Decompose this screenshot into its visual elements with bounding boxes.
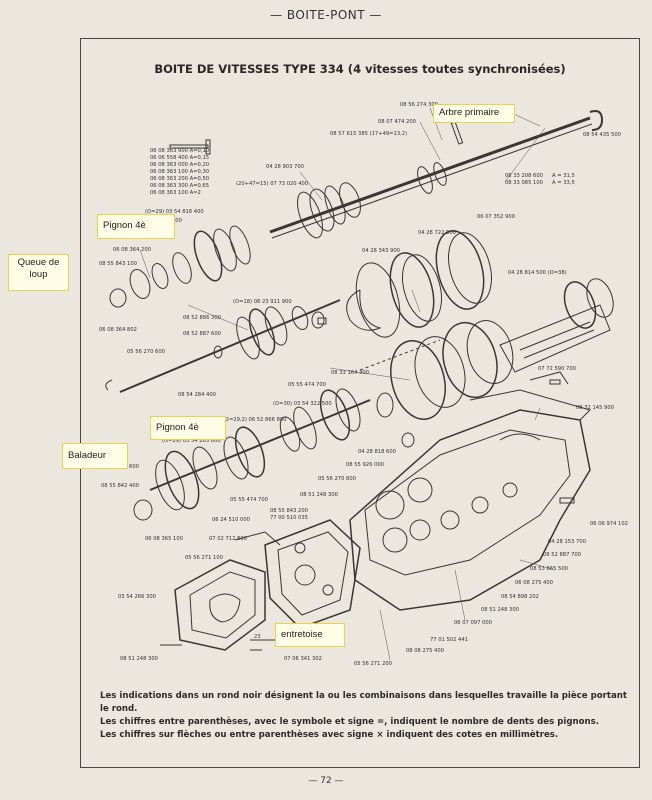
small-parts xyxy=(105,289,575,504)
part-number: 04 28 153 700 xyxy=(548,539,586,545)
part-number: 07 72 590 700 xyxy=(538,366,576,372)
part-number: 08 52 887 600 xyxy=(183,331,221,337)
callout-entretoise: entretoise xyxy=(275,623,345,647)
part-number: 06 08 363 100 A=0,30 xyxy=(150,169,210,175)
legend-notes: Les indications dans un rond noir désign… xyxy=(100,690,630,742)
part-number: 06 07 352 900 xyxy=(477,214,515,220)
part-number: 08 55 842 400 xyxy=(101,483,139,489)
part-number: 06 08 363 000 A=0,20 xyxy=(150,162,210,168)
synchro-rings xyxy=(355,230,492,338)
note-dimensions: Les chiffres sur flèches ou entre parent… xyxy=(100,730,559,740)
part-number: A = 33,5 xyxy=(552,180,575,186)
callout-pignon-4e-bottom: Pignon 4è xyxy=(150,416,226,440)
callout-pignon-4e-top: Pignon 4è xyxy=(97,214,175,239)
part-number: 06 24 510 000 xyxy=(212,517,250,523)
callout-baladeur: Baladeur xyxy=(62,443,128,469)
part-number: 05 56 271 200 xyxy=(354,661,392,667)
part-number: 05 56 270 800 xyxy=(318,476,356,482)
part-number: (O=29) 03 54 265 800 xyxy=(162,438,221,444)
part-number: 04 28 722 500 xyxy=(418,230,456,236)
part-number: 08 52 887 700 xyxy=(543,552,581,558)
part-number: 08 51 248 300 xyxy=(120,656,158,662)
part-number: 06 06 974 102 xyxy=(590,521,628,527)
page-number: — 72 — xyxy=(308,776,344,786)
part-number: (O=29) 03 54 816 400 xyxy=(145,209,204,215)
part-number: 08 53 865 500 xyxy=(530,566,568,572)
part-number: (O=30) 03 54 322 500 xyxy=(273,401,332,407)
part-number: 77 00 510 035 xyxy=(270,515,308,521)
part-number: 08 51 248 300 xyxy=(481,607,519,613)
part-number: 06 07 097 000 xyxy=(454,620,492,626)
part-number: 06 08 363 900 A=0,10 xyxy=(150,148,210,154)
diagram-title: BOITE DE VITESSES TYPE 334 (4 vitesses t… xyxy=(154,62,566,76)
upper-gear-cluster xyxy=(109,139,361,308)
part-number: 77 01 502 441 xyxy=(430,637,468,643)
part-number: 03 54 266 300 xyxy=(118,594,156,600)
part-number: 04 28 814 500 (O=38) xyxy=(508,270,567,276)
part-number: 08 32 145 900 xyxy=(576,405,614,411)
part-number: 05 55 474 700 xyxy=(288,382,326,388)
part-number: 06 08 364 802 xyxy=(99,327,137,333)
part-number: 08 55 926 000 xyxy=(346,462,384,468)
part-number: 06 08 364 200 xyxy=(113,247,151,253)
part-number: +52=29,2) 06 52 866 800 xyxy=(218,417,287,423)
section-header: — BOITE-PONT — xyxy=(270,8,382,22)
part-number: 06 08 363 100 A=2 xyxy=(150,190,201,196)
part-number: 08 33 208 600 xyxy=(505,173,543,179)
part-number: 08 57 615 385 (17+49=13,2) xyxy=(330,131,408,137)
rear-cover xyxy=(160,559,278,651)
part-number: 08 56 274 300 xyxy=(400,102,438,108)
part-number: 08 55 843 100 xyxy=(99,261,137,267)
part-number: 08 55 843 200 xyxy=(270,508,308,514)
callout-arbre-primaire: Arbre primaire xyxy=(433,104,515,123)
part-number: 05 55 474 700 xyxy=(230,497,268,503)
part-number: 05 56 270 600 xyxy=(127,349,165,355)
part-number: 08 54 435 500 xyxy=(583,132,621,138)
part-number: 07 02 712 800 xyxy=(209,536,247,542)
part-number: 06 08 275 400 xyxy=(515,580,553,586)
intermediate-plate xyxy=(234,519,361,629)
part-number: A = 31,5 xyxy=(552,173,575,179)
part-number: 08 07 474 200 xyxy=(378,119,416,125)
note-combinations: Les indications dans un rond noir désign… xyxy=(100,691,627,714)
part-number: 08 08 275 400 xyxy=(406,648,444,654)
lower-gear-train xyxy=(133,388,415,521)
part-number: 06 08 363 300 A=0,65 xyxy=(150,183,210,189)
callout-queue-de-loup: Queue de loup xyxy=(8,254,69,291)
part-number: (O=18) 08 23 911 900 xyxy=(233,299,292,305)
part-number: 04 28 903 700 xyxy=(266,164,304,170)
part-number: 07 06 341 302 xyxy=(284,656,322,662)
part-number: (20+47=15) 07 73 020 400 xyxy=(236,181,309,187)
part-number: 08 52 886 300 xyxy=(183,315,221,321)
part-number: 08 54 284 400 xyxy=(178,392,216,398)
part-number: 08 33 085 100 xyxy=(505,180,543,186)
part-number: 08 51 248 300 xyxy=(300,492,338,498)
part-number: 08 54 898 202 xyxy=(501,594,539,600)
part-number: 04 28 818 600 xyxy=(358,449,396,455)
part-number: 23 xyxy=(254,634,261,640)
part-number: 04 28 343 900 xyxy=(362,248,400,254)
part-number: 06 08 363 200 A=0,50 xyxy=(150,176,210,182)
gearbox-housing xyxy=(349,371,591,611)
note-teeth-count: Les chiffres entre parenthèses, avec le … xyxy=(100,717,600,727)
diagram-frame xyxy=(80,38,640,768)
pinion-shaft xyxy=(499,278,614,373)
part-number: 05 56 271 100 xyxy=(185,555,223,561)
part-number: 06 08 365 100 xyxy=(145,536,183,542)
part-number: 08 33 164 300 xyxy=(331,370,369,376)
middle-gear-set xyxy=(119,299,514,420)
part-number: 06 06 558 400 A=0,15 xyxy=(150,155,210,161)
